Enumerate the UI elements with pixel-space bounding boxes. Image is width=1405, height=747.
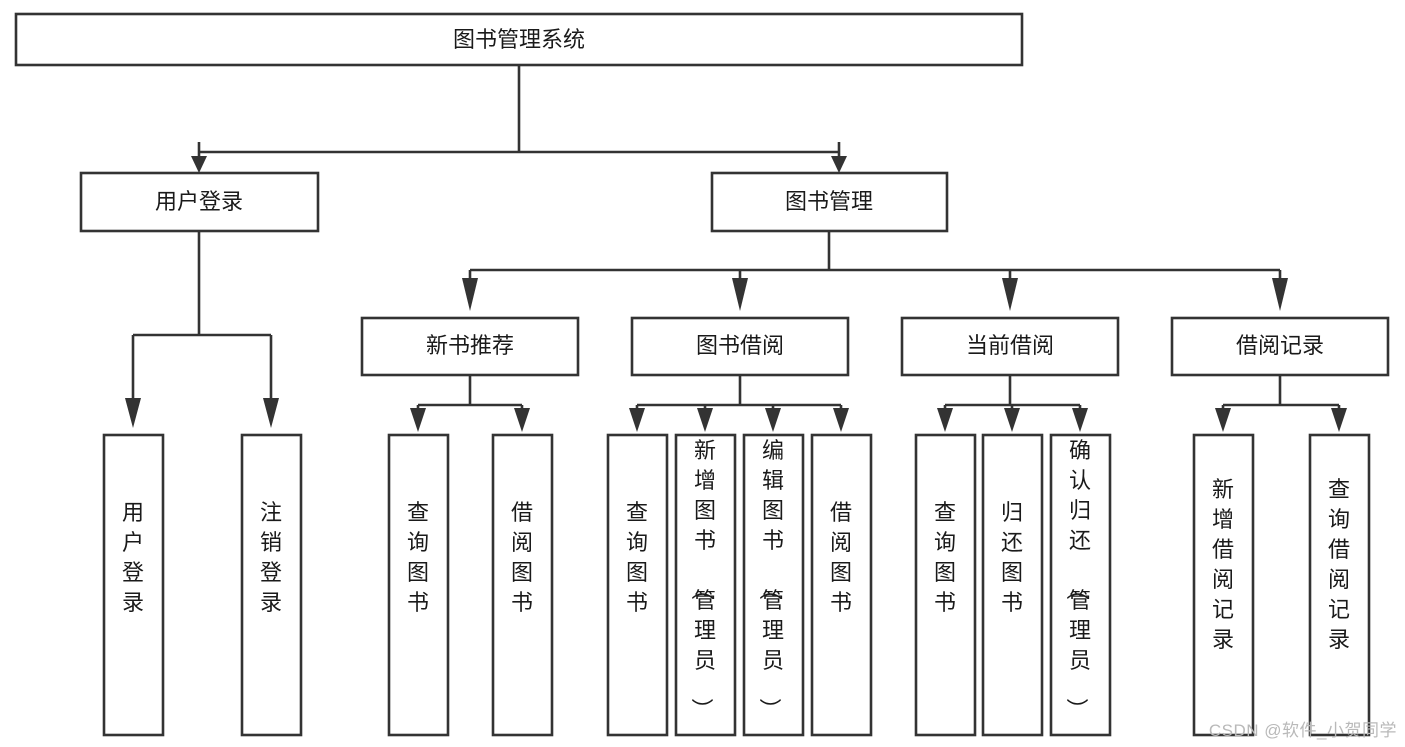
node-borrow-record-label: 借阅记录 xyxy=(1236,333,1324,358)
node-book-borrow-label: 图书借阅 xyxy=(696,333,784,358)
arrow-root-to-login xyxy=(191,156,207,173)
leaf-query-borrow-record-label: 查询借阅记录 xyxy=(1328,477,1350,652)
leaf-query-book-2-box[interactable] xyxy=(606,433,669,737)
arrow-current-to-leaf11 xyxy=(1072,408,1088,432)
arrow-bookmgmt-to-newbook xyxy=(462,278,478,311)
arrow-login-to-leaf1 xyxy=(125,398,141,428)
leaf-query-book-3[interactable]: 查询图书 xyxy=(914,433,977,737)
leaf-confirm-return-admin[interactable]: 确认归还（管理员） xyxy=(1049,433,1112,737)
leaf-query-book-3-label: 查询图书 xyxy=(934,500,956,615)
leaf-add-borrow-record[interactable]: 新增借阅记录 xyxy=(1192,433,1255,737)
arrow-current-to-leaf9 xyxy=(937,408,953,432)
node-new-book-recommend[interactable]: 新书推荐 xyxy=(360,316,580,377)
node-current-borrow[interactable]: 当前借阅 xyxy=(900,316,1120,377)
arrow-newbook-to-leaf4 xyxy=(514,408,530,432)
leaf-user-login-box[interactable] xyxy=(102,433,165,737)
leaf-user-login-label: 用户登录 xyxy=(122,500,144,615)
arrow-borrow-to-leaf8 xyxy=(833,408,849,432)
arrow-record-to-leaf13 xyxy=(1331,408,1347,432)
node-book-management-label: 图书管理 xyxy=(785,189,873,214)
leaf-edit-book-admin-box[interactable] xyxy=(742,433,805,737)
leaf-add-borrow-record-label: 新增借阅记录 xyxy=(1212,477,1234,652)
leaf-logout-label: 注销登录 xyxy=(260,500,282,615)
csdn-watermark: CSDN @软件_小贺同学 xyxy=(1208,721,1397,740)
leaf-add-borrow-record-box[interactable] xyxy=(1192,433,1255,737)
leaf-query-book-1-box[interactable] xyxy=(387,433,450,737)
arrow-borrow-to-leaf7 xyxy=(765,408,781,432)
node-current-borrow-label: 当前借阅 xyxy=(966,333,1054,358)
node-book-borrow[interactable]: 图书借阅 xyxy=(630,316,850,377)
leaf-borrow-book-1-box[interactable] xyxy=(491,433,554,737)
arrow-borrow-to-leaf6 xyxy=(697,408,713,432)
leaf-borrow-book-2-label: 借阅图书 xyxy=(830,500,852,615)
arrow-borrow-to-leaf5 xyxy=(629,408,645,432)
node-borrow-record-box[interactable] xyxy=(1170,316,1390,377)
leaf-add-book-admin-box[interactable] xyxy=(674,433,737,737)
leaf-logout-box[interactable] xyxy=(240,433,303,737)
node-new-book-recommend-box[interactable] xyxy=(360,316,580,377)
leaf-return-book[interactable]: 归还图书 xyxy=(981,433,1044,737)
node-current-borrow-box[interactable] xyxy=(900,316,1120,377)
arrow-bookmgmt-to-borrow xyxy=(732,278,748,311)
leaf-borrow-book-1[interactable]: 借阅图书 xyxy=(491,433,554,737)
arrow-current-to-leaf10 xyxy=(1004,408,1020,432)
leaf-add-book-admin-label: 新增图书（管理员） xyxy=(689,438,716,720)
leaf-logout[interactable]: 注销登录 xyxy=(240,433,303,737)
node-user-login-box[interactable] xyxy=(79,171,320,233)
leaf-user-login[interactable]: 用户登录 xyxy=(102,433,165,737)
leaf-return-book-label: 归还图书 xyxy=(1001,500,1023,615)
node-root[interactable]: 图书管理系统 xyxy=(14,12,1024,67)
node-book-borrow-box[interactable] xyxy=(630,316,850,377)
arrow-record-to-leaf12 xyxy=(1215,408,1231,432)
leaf-return-book-box[interactable] xyxy=(981,433,1044,737)
node-root-box[interactable] xyxy=(14,12,1024,67)
connector-layer xyxy=(125,65,1347,432)
leaf-query-borrow-record-box[interactable] xyxy=(1308,433,1371,737)
leaf-confirm-return-admin-box[interactable] xyxy=(1049,433,1112,737)
arrow-root-to-bookmgmt xyxy=(831,156,847,173)
arrow-login-to-leaf2 xyxy=(263,398,279,428)
node-book-management[interactable]: 图书管理 xyxy=(710,171,949,233)
leaf-query-borrow-record[interactable]: 查询借阅记录 xyxy=(1308,433,1371,737)
leaf-borrow-book-2-box[interactable] xyxy=(810,433,873,737)
leaf-borrow-book-2[interactable]: 借阅图书 xyxy=(810,433,873,737)
node-user-login[interactable]: 用户登录 xyxy=(79,171,320,233)
arrow-bookmgmt-to-record xyxy=(1272,278,1288,311)
leaf-query-book-3-box[interactable] xyxy=(914,433,977,737)
leaf-add-book-admin[interactable]: 新增图书（管理员） xyxy=(674,433,737,737)
arrow-bookmgmt-to-current xyxy=(1002,278,1018,311)
leaf-confirm-return-admin-label: 确认归还（管理员） xyxy=(1064,438,1091,720)
node-borrow-record[interactable]: 借阅记录 xyxy=(1170,316,1390,377)
node-user-login-label: 用户登录 xyxy=(155,189,243,214)
leaf-query-book-1[interactable]: 查询图书 xyxy=(387,433,450,737)
arrow-newbook-to-leaf3 xyxy=(410,408,426,432)
node-new-book-recommend-label: 新书推荐 xyxy=(426,333,514,358)
leaf-edit-book-admin[interactable]: 编辑图书（管理员） xyxy=(742,433,805,737)
leaf-edit-book-admin-label: 编辑图书（管理员） xyxy=(757,438,784,720)
leaf-query-book-2-label: 查询图书 xyxy=(626,500,648,615)
node-book-management-box[interactable] xyxy=(710,171,949,233)
node-root-label: 图书管理系统 xyxy=(453,27,585,52)
leaf-borrow-book-1-label: 借阅图书 xyxy=(511,500,533,615)
leaf-query-book-1-label: 查询图书 xyxy=(407,500,429,615)
leaf-query-book-2[interactable]: 查询图书 xyxy=(606,433,669,737)
